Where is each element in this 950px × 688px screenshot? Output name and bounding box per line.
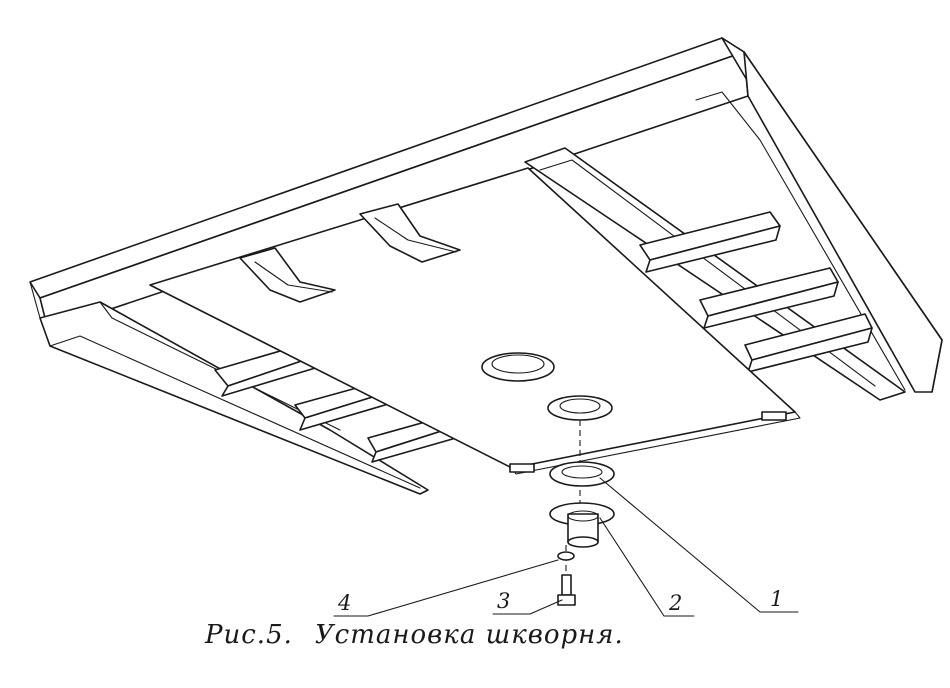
reinforcing-flange — [547, 395, 613, 421]
figure-title: Установка шкворня. — [314, 620, 624, 650]
callout-3: 3 — [497, 589, 510, 613]
kingpin-hole — [481, 352, 555, 382]
callout-2: 2 — [668, 591, 682, 615]
kingpin-sheet-plate — [149, 167, 801, 475]
part-1-gasket — [549, 461, 615, 487]
callout-4: 4 — [337, 591, 351, 615]
leader-lines — [333, 477, 799, 617]
plate-gussets — [239, 203, 461, 303]
part-2-kingpin — [549, 502, 615, 548]
part-3-bolt — [557, 574, 576, 606]
figure-number: Рис.5. — [205, 620, 293, 650]
figure-caption: Рис.5. Установка шкворня. — [205, 620, 624, 650]
part-4-washer — [557, 551, 575, 561]
left-side-member — [39, 301, 429, 495]
frame-edge-beam — [29, 37, 943, 393]
callout-1: 1 — [770, 587, 783, 611]
right-cross-members — [639, 211, 873, 373]
